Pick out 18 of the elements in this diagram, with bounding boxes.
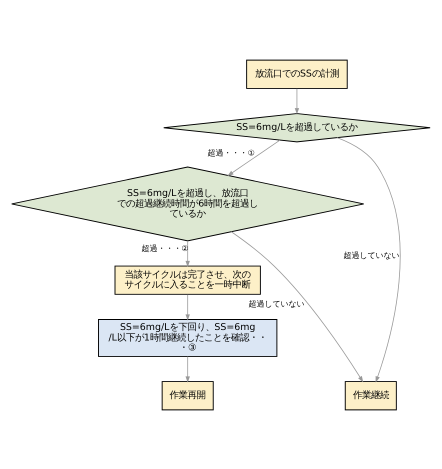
edge-label: 超過していない — [344, 250, 400, 260]
edge-label: 超過・・・① — [208, 148, 255, 157]
node-diamond: SS=6mg/Lを超過しているか — [163, 112, 431, 142]
arrow — [336, 136, 401, 382]
arrow — [294, 88, 300, 114]
arrow — [227, 139, 280, 176]
arrow — [230, 230, 364, 382]
node-box: SS=6mg/Lを下回り、SS=6mg/L以下が1時間継続したことを確認・・・③ — [98, 318, 278, 356]
node-box: 放流口でのSSの計測 — [246, 59, 348, 88]
node-box: 作業継続 — [344, 380, 397, 410]
edge-label: 超過・・・② — [141, 243, 188, 252]
arrow — [186, 294, 190, 320]
arrow — [186, 356, 190, 382]
edge-label: 超過していない — [248, 298, 304, 308]
node-diamond: SS=6mg/Lを超過し、放流口での超過継続時間が6時間を超過しているか — [11, 166, 364, 241]
arrow — [186, 240, 190, 267]
node-box: 作業再開 — [162, 380, 214, 410]
node-box: 当該サイクルは完了させ、次のサイクルに入ることを一時中断 — [114, 265, 261, 294]
